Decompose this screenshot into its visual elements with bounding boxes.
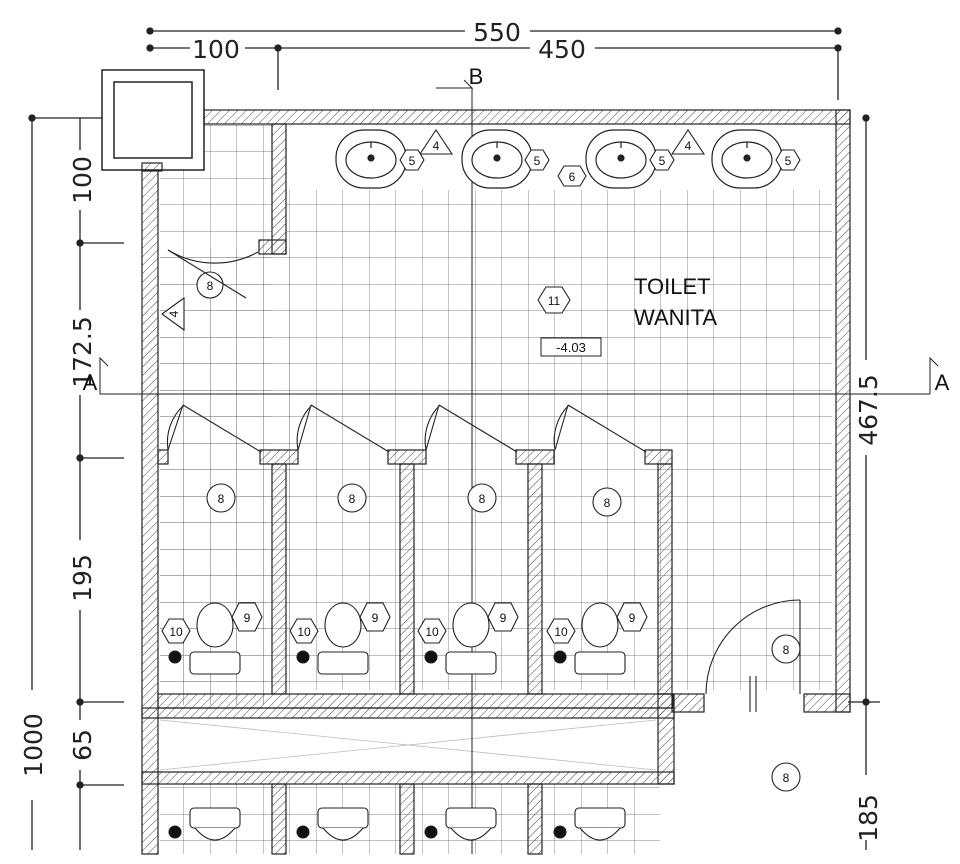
tag-9-c: 9 <box>500 611 507 625</box>
sink-1 <box>335 129 407 189</box>
dimension-label-top-right: 450 <box>538 35 586 64</box>
tag-5-b: 5 <box>534 154 541 168</box>
tag-8-door: 8 <box>783 643 790 657</box>
toilets <box>161 602 648 841</box>
toilet-2 <box>289 602 391 675</box>
dimension-label-left-65: 65 <box>68 729 97 761</box>
dimension-label-left-195: 195 <box>68 554 97 602</box>
toilet-3 <box>417 602 519 675</box>
section-line-a <box>99 356 939 395</box>
dimension-right <box>848 114 880 850</box>
room-name-line-2: WANITA <box>634 305 717 330</box>
dimension-label-top-total: 550 <box>473 18 521 47</box>
tag-8-stall-4: 8 <box>604 496 611 510</box>
dimension-top <box>146 27 842 100</box>
toilet-tag-labels: 10 10 10 10 9 9 9 9 <box>169 611 635 639</box>
dimension-label-left-172: 172.5 <box>68 316 97 388</box>
corridor-diagonals <box>159 719 657 771</box>
tag-labels: 4 4 4 5 5 5 5 6 11 8 8 8 8 8 8 8 <box>167 139 792 785</box>
shaft-box <box>101 69 205 171</box>
tag-8-stall-1: 8 <box>218 492 225 506</box>
tag-11: 11 <box>548 294 561 308</box>
tag-9-d: 9 <box>629 611 636 625</box>
dimension-left <box>28 114 124 850</box>
dimension-label-top-left: 100 <box>192 35 240 64</box>
section-line-b <box>436 79 474 854</box>
tag-5-d: 5 <box>785 154 792 168</box>
floor-level-label: -4.03 <box>556 340 586 355</box>
tag-8-stall-2: 8 <box>349 492 356 506</box>
floor-tile-grid <box>160 125 832 854</box>
toilet-lower-row <box>168 807 626 841</box>
tag-10-a: 10 <box>169 625 183 639</box>
tag-5-a: 5 <box>409 154 416 168</box>
tag-9-b: 9 <box>372 611 379 625</box>
tag-8-entry: 8 <box>207 279 214 293</box>
dimension-label-left-total: 1000 <box>19 713 48 777</box>
tag-10-b: 10 <box>297 625 311 639</box>
tag-9-a: 9 <box>244 611 251 625</box>
sink-3 <box>585 129 657 189</box>
level-box <box>540 337 602 357</box>
room-name-line-1: TOILET <box>634 274 711 299</box>
section-label-b: B <box>469 64 484 89</box>
tag-10-c: 10 <box>425 625 439 639</box>
sinks <box>335 129 783 189</box>
doors <box>166 249 801 712</box>
dimension-label-left-100: 100 <box>68 156 97 204</box>
toilet-4 <box>546 602 648 675</box>
walls <box>141 109 851 855</box>
tag-4-c: 4 <box>167 310 181 317</box>
toilet-1 <box>161 602 263 675</box>
dimension-label-right-185: 185 <box>854 794 883 842</box>
tag-6: 6 <box>569 170 576 184</box>
tag-8-stall-3: 8 <box>479 492 486 506</box>
tag-4-b: 4 <box>685 139 692 153</box>
sink-2 <box>461 129 533 189</box>
dimension-label-right-467: 467.5 <box>854 374 883 446</box>
tag-4-a: 4 <box>433 139 440 153</box>
tag-10-d: 10 <box>554 625 568 639</box>
sink-4 <box>711 129 783 189</box>
tag-5-c: 5 <box>659 154 666 168</box>
tag-shapes <box>161 129 801 792</box>
tag-8-outside: 8 <box>783 771 790 785</box>
section-label-a-right: A <box>935 370 950 395</box>
section-label-a-left: A <box>83 370 98 395</box>
